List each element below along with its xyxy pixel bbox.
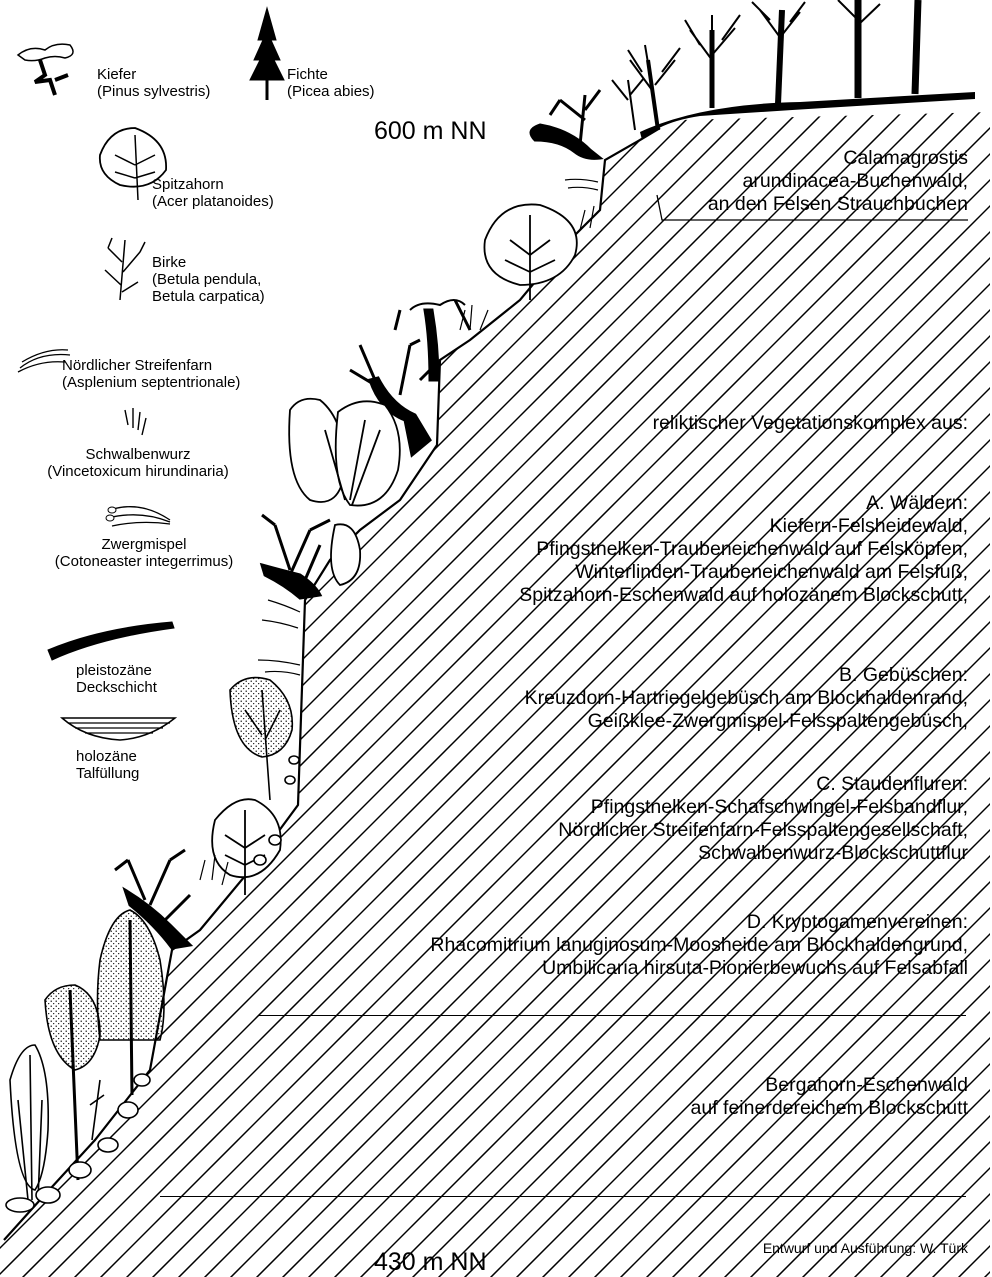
legend-talfuellung-line2: Talfüllung — [76, 765, 139, 782]
legend-birke: Birke (Betula pendula, Betula carpatica) — [152, 254, 265, 305]
group-a-line4: Spitzahorn-Eschenwald auf holozänem Bloc… — [519, 584, 968, 607]
group-d-cryptogams: D. Kryptogamenvereinen: Rhacomitrium lan… — [430, 911, 968, 980]
legend-spitzahorn-name: Spitzahorn — [152, 176, 274, 193]
legend-deckschicht-line1: pleistozäne — [76, 662, 157, 679]
elevation-bottom: 430 m NN — [374, 1248, 487, 1277]
group-a-line3: Winterlinden-Traubeneichenwald am Felsfu… — [519, 561, 968, 584]
group-c-herbs: C. Staudenfluren: Pfingstnelken-Schafsch… — [558, 773, 968, 865]
legend-birke-latin-1: (Betula pendula, — [152, 271, 265, 288]
credit-line: Entwurf und Ausführung: W. Türk — [763, 1240, 968, 1256]
group-b-shrubs: B. Gebüschen: Kreuzdorn-Hartriegelgebüsc… — [525, 664, 968, 733]
group-b-heading: B. Gebüschen: — [525, 664, 968, 687]
legend-spitzahorn: Spitzahorn (Acer platanoides) — [152, 176, 274, 210]
rock-hatch-line — [988, 0, 992, 1277]
legend-schwalbenwurz: Schwalbenwurz (Vincetoxicum hirundinaria… — [18, 446, 258, 480]
legend-kiefer: Kiefer (Pinus sylvestris) — [97, 66, 210, 100]
upper-forest-label: Calamagrostis arundinacea-Buchenwald, an… — [708, 147, 968, 216]
divider-lower — [160, 1196, 966, 1197]
legend-kiefer-name: Kiefer — [97, 66, 210, 83]
legend-schwalbenwurz-latin: (Vincetoxicum hirundinaria) — [18, 463, 258, 480]
group-a-line1: Kiefern-Felsheidewald, — [519, 515, 968, 538]
legend-birke-latin-2: Betula carpatica) — [152, 288, 265, 305]
legend-spitzahorn-latin: (Acer platanoides) — [152, 193, 274, 210]
legend-talfuellung: holozäne Talfüllung — [76, 748, 139, 782]
group-b-line2: Geißklee-Zwergmispel-Felsspaltengebüsch, — [525, 710, 968, 733]
complex-intro: reliktischer Vegetationskomplex aus: — [653, 412, 968, 435]
legend-fichte-name: Fichte — [287, 66, 375, 83]
legend-streifenfarn: Nördlicher Streifenfarn (Asplenium septe… — [62, 357, 240, 391]
lower-forest-line1: Bergahorn-Eschenwald — [691, 1074, 968, 1097]
legend-birke-name: Birke — [152, 254, 265, 271]
legend-kiefer-latin: (Pinus sylvestris) — [97, 83, 210, 100]
divider-upper — [258, 1015, 966, 1016]
upper-forest-line1: Calamagrostis — [708, 147, 968, 170]
group-c-line3: Schwalbenwurz-Blockschuttflur — [558, 842, 968, 865]
group-c-line1: Pfingstnelken-Schafschwingel-Felsbandflu… — [558, 796, 968, 819]
legend-zwergmispel-latin: (Cotoneaster integerrimus) — [24, 553, 264, 570]
group-d-line2: Umbilicaria hirsuta-Pionierbewuchs auf F… — [430, 957, 968, 980]
legend-fichte-latin: (Picea abies) — [287, 83, 375, 100]
group-b-line1: Kreuzdorn-Hartriegelgebüsch am Blockhald… — [525, 687, 968, 710]
legend-zwergmispel-name: Zwergmispel — [24, 536, 264, 553]
rock-hatch-line — [0, 0, 806, 1277]
legend-talfuellung-line1: holozäne — [76, 748, 139, 765]
elevation-top: 600 m NN — [374, 117, 487, 146]
group-a-heading: A. Wäldern: — [519, 492, 968, 515]
legend-deckschicht: pleistozäne Deckschicht — [76, 662, 157, 696]
group-a-line2: Pfingstnelken-Traubeneichenwald auf Fels… — [519, 538, 968, 561]
lower-forest-label: Bergahorn-Eschenwald auf feinerdereichem… — [691, 1074, 968, 1120]
group-d-heading: D. Kryptogamenvereinen: — [430, 911, 968, 934]
group-a-woods: A. Wäldern: Kiefern-Felsheidewald, Pfing… — [519, 492, 968, 607]
legend-schwalbenwurz-name: Schwalbenwurz — [18, 446, 258, 463]
group-c-line2: Nördlicher Streifenfarn-Felsspaltengesel… — [558, 819, 968, 842]
lower-forest-line2: auf feinerdereichem Blockschutt — [691, 1097, 968, 1120]
upper-forest-line3: an den Felsen Strauchbuchen — [708, 193, 968, 216]
legend-deckschicht-line2: Deckschicht — [76, 679, 157, 696]
legend-zwergmispel: Zwergmispel (Cotoneaster integerrimus) — [24, 536, 264, 570]
group-d-line1: Rhacomitrium lanuginosum-Moosheide am Bl… — [430, 934, 968, 957]
legend-streifenfarn-latin: (Asplenium septentrionale) — [62, 374, 240, 391]
upper-forest-line2: arundinacea-Buchenwald, — [708, 170, 968, 193]
group-c-heading: C. Staudenfluren: — [558, 773, 968, 796]
legend-fichte: Fichte (Picea abies) — [287, 66, 375, 100]
legend-streifenfarn-name: Nördlicher Streifenfarn — [62, 357, 240, 374]
